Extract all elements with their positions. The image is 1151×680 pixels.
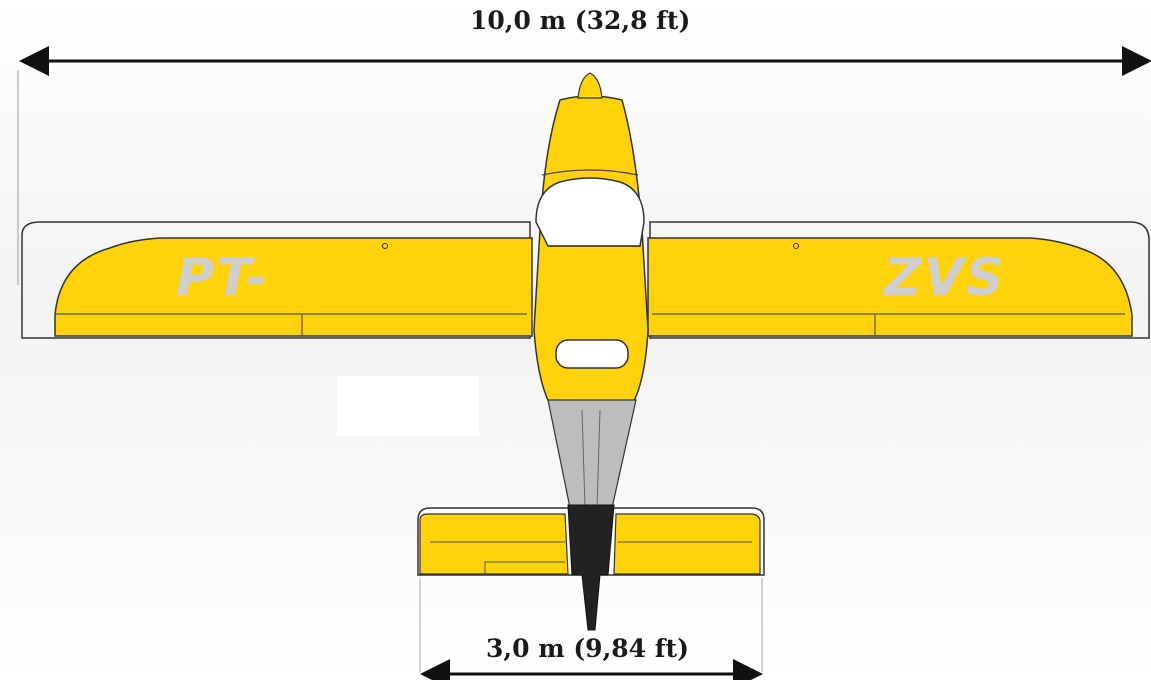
stabilizer-outline — [417, 507, 765, 576]
tail-cone-seam-right — [596, 409, 601, 509]
right-wing — [647, 237, 1133, 337]
trim-tab — [484, 561, 565, 574]
wing-outline-right — [649, 221, 1150, 339]
tail-cone-seam-left — [581, 409, 586, 509]
stabilizer-span-label: 3,0 m (9,84 ft) — [486, 634, 689, 663]
right-wing-marker — [793, 243, 799, 249]
cowling-line — [541, 169, 639, 176]
stabilizer-left — [419, 513, 569, 575]
propeller-spinner — [577, 72, 603, 99]
tail-cone — [547, 399, 637, 509]
registration-right-wing: ZVS — [884, 248, 1006, 308]
wingspan-label: 10,0 m (32,8 ft) — [470, 6, 691, 35]
tail-dark-section — [567, 504, 615, 631]
left-wing — [54, 237, 533, 337]
rear-window — [555, 339, 629, 369]
blank-label-box — [337, 376, 479, 436]
left-wing-marker — [382, 243, 388, 249]
stabilizer-right — [613, 513, 761, 575]
registration-left-wing: PT- — [176, 248, 270, 308]
canopy — [535, 177, 645, 247]
